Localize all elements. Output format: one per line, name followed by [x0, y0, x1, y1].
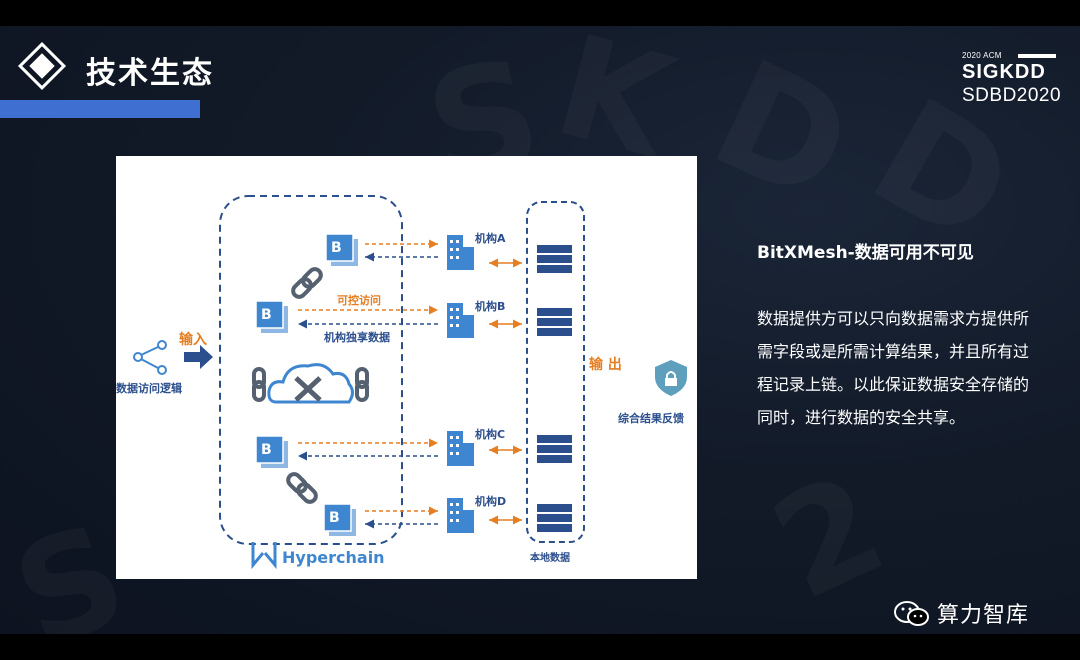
local-link-arrows [489, 258, 522, 525]
title-underline [0, 100, 200, 118]
background-decoration: D [689, 28, 875, 238]
chain-link-icon [355, 367, 369, 402]
block-letter-2: B [261, 307, 272, 323]
database-icon-2 [537, 308, 572, 336]
block-letter-3: B [261, 442, 272, 458]
building-icon-b [447, 303, 474, 338]
institution-a-label: 机构A [475, 232, 506, 245]
blockchain-boundary [219, 195, 403, 545]
share-icon [133, 340, 167, 375]
database-icon-4 [537, 504, 572, 532]
page-title: 技术生态 [86, 56, 214, 91]
logo-bar [1018, 54, 1056, 58]
diagram-svg [133, 195, 687, 570]
chain-link-icon [286, 472, 318, 504]
database-icon-1 [537, 245, 572, 273]
institution-c-label: 机构C [475, 428, 506, 441]
slide: S K D D S 2 技术生态 2020 ACM SIGKDD SDBD202… [0, 26, 1080, 634]
chain-link-icon [291, 267, 323, 299]
institution-d-label: 机构D [475, 495, 507, 508]
shield-icon [655, 360, 687, 396]
input-arrow-icon [184, 345, 213, 369]
database-icon-3 [537, 435, 572, 463]
bottom-letterbox [0, 634, 1080, 660]
controlled-access-label: 可控访问 [337, 294, 381, 307]
data-access-logic-label: 数据访问逻辑 [116, 382, 182, 395]
footer-brand: 算力智库 [937, 603, 1030, 628]
background-decoration: 2 [750, 443, 907, 632]
hyperchain-logo-icon [251, 542, 277, 570]
logo-line-3: SDBD2020 [962, 85, 1062, 106]
output-label: 输 出 [589, 357, 622, 373]
chain-link-icon [252, 367, 266, 402]
panel-heading: BitXMesh-数据可用不可见 [757, 243, 974, 263]
logo-line-1: 2020 ACM [962, 51, 1002, 60]
block-letter-4: B [329, 510, 340, 526]
local-data-boundary [526, 201, 585, 543]
hyperchain-brand: Hyperchain [282, 548, 385, 567]
block-letter-1: B [331, 240, 342, 256]
node-block-2 [255, 300, 288, 333]
architecture-diagram: 数据访问逻辑 输入 可控访问 机构独享数据 B B B B 机构A 机构B 机构… [116, 156, 697, 579]
wechat-icon [894, 601, 929, 626]
building-icon-a [447, 235, 474, 270]
exclusive-data-label: 机构独享数据 [324, 331, 390, 344]
building-icon-d [447, 498, 474, 533]
building-icon-c [447, 431, 474, 466]
logo-line-2: SIGKDD [962, 61, 1046, 83]
input-label: 输入 [179, 332, 207, 348]
node-block-4 [323, 503, 356, 536]
feedback-label: 综合结果反馈 [618, 412, 684, 425]
node-block-1 [325, 233, 358, 266]
cloud-icon [267, 363, 354, 404]
node-block-3 [255, 435, 288, 468]
local-data-label: 本地数据 [530, 553, 570, 564]
top-letterbox [0, 0, 1080, 26]
panel-body: 数据提供方可以只向数据需求方提供所需字段或是所需计算结果，并且所有过程记录上链。… [757, 309, 1030, 427]
institution-b-label: 机构B [475, 300, 506, 313]
access-arrows [298, 239, 438, 529]
